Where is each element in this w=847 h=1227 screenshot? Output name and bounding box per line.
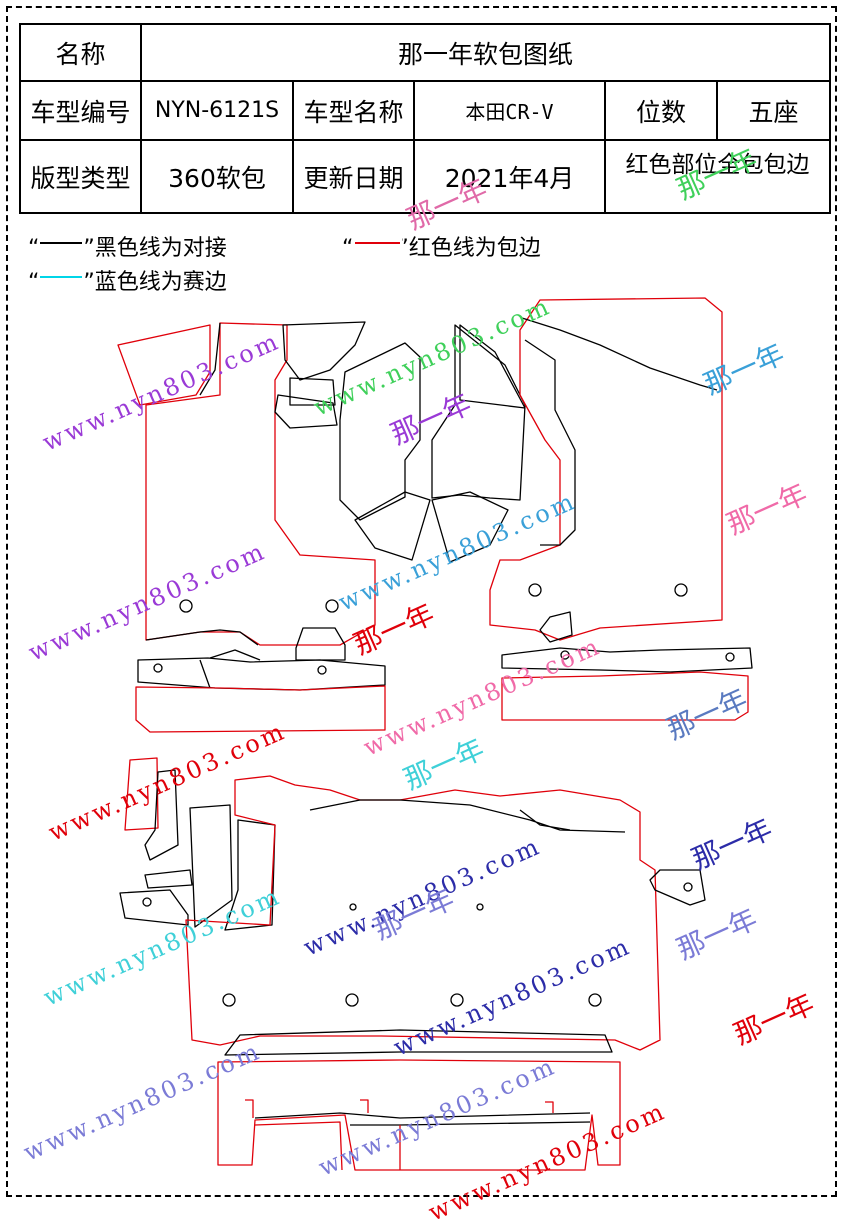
type-value: 360软包	[140, 139, 294, 214]
front-right-side-inner	[524, 339, 576, 546]
rear-left-small-6	[119, 889, 189, 926]
rear-right-bracket	[649, 869, 706, 906]
seats-label: 位数	[604, 80, 718, 141]
date-label: 更新日期	[292, 139, 415, 214]
model-code: NYN-6121S	[140, 80, 294, 141]
center-lower-right	[431, 491, 509, 563]
rear-left-small-5	[144, 869, 193, 889]
seats-value: 五座	[715, 80, 832, 141]
rear-lower-strip	[224, 1029, 613, 1056]
rear-left-small-1	[124, 757, 159, 831]
legend-swatches	[38, 236, 402, 284]
front-right-strip-upper	[501, 647, 753, 673]
center-lower-left	[354, 491, 431, 561]
front-left-mat-seam	[145, 322, 259, 646]
center-upper-piece-1	[282, 321, 366, 381]
rear-left-small-4	[224, 819, 276, 931]
front-right-pedal	[539, 611, 573, 643]
date-value: 2021年4月	[413, 139, 606, 214]
edge-note: 红色部位全包包边	[603, 139, 832, 214]
type-label: 版型类型	[19, 139, 142, 214]
front-left-pedal-piece	[295, 627, 346, 661]
rear-seat-base-outline	[217, 1059, 621, 1171]
info-table: 名称 那一年软包图纸 车型编号 NYN-6121S 车型名称 本田CR-V 位数…	[19, 23, 832, 214]
rear-left-small-3	[189, 804, 233, 928]
name-label: 名称	[19, 23, 142, 82]
front-left-top-piece	[117, 324, 211, 406]
front-left-strip-upper	[137, 657, 386, 691]
rear-seat-notches	[245, 1099, 554, 1118]
drawing-title: 那一年软包图纸	[139, 23, 832, 82]
model-code-label: 车型编号	[19, 80, 142, 141]
center-upper-piece-3	[274, 394, 338, 429]
rear-left-small-2	[144, 769, 179, 861]
dashed-page-border	[6, 6, 837, 1197]
model-name-label: 车型名称	[292, 80, 415, 141]
center-tunnel-right	[431, 324, 526, 501]
front-right-mat-outline	[489, 297, 723, 641]
front-left-mat-outline	[145, 322, 376, 646]
model-name: 本田CR-V	[413, 80, 606, 141]
rear-main-mat-top-seam	[309, 799, 626, 833]
center-tunnel-left	[339, 342, 421, 521]
rear-seat-base-inner	[254, 1121, 401, 1171]
front-left-strip-lower	[135, 685, 386, 733]
center-top-right-piece	[459, 324, 526, 409]
front-left-strip-seam	[199, 649, 261, 689]
front-right-mat-seam	[521, 317, 718, 391]
center-upper-piece-2	[289, 377, 336, 406]
front-right-strip-lower	[501, 671, 749, 721]
